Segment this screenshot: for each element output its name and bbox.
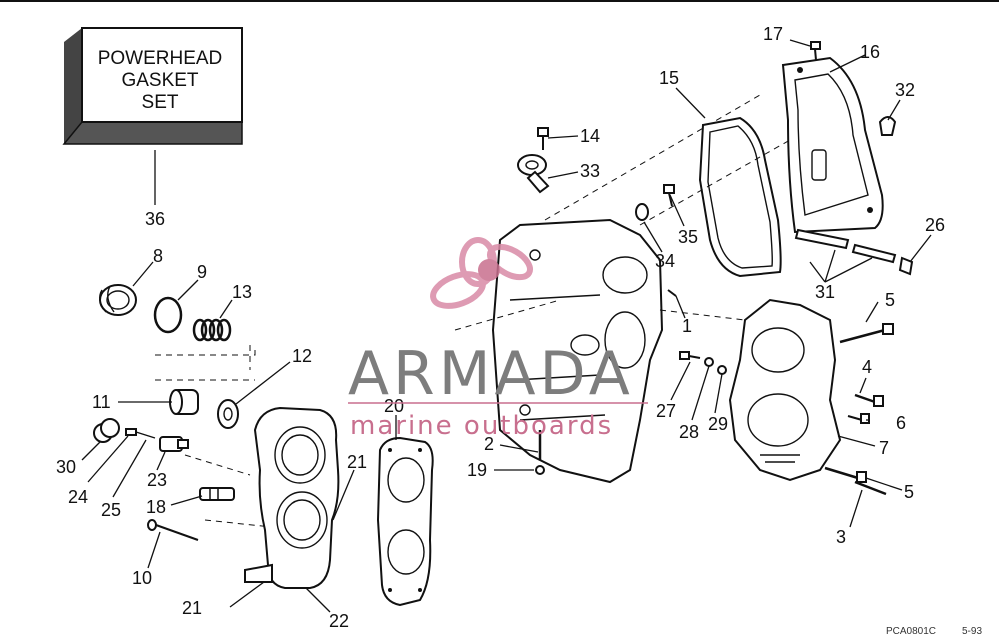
callout-21-upper: 21 xyxy=(347,452,367,472)
watermark-brand: ARMADA xyxy=(348,339,634,409)
callout-21-lower: 21 xyxy=(182,598,202,618)
footer-date: 5-93 xyxy=(962,626,982,636)
callout-2: 2 xyxy=(484,434,494,454)
part-17-screw xyxy=(810,41,821,61)
leader-lines xyxy=(81,39,932,613)
part-12-washer xyxy=(217,399,239,429)
part-20-head-gasket xyxy=(376,436,434,607)
part-32-clip xyxy=(878,116,897,136)
part-23-valve xyxy=(159,436,189,452)
callout-13: 13 xyxy=(232,282,252,302)
gasket-set-box: POWERHEAD GASKET SET xyxy=(62,27,243,145)
gasket-box-line-2: GASKET xyxy=(121,70,198,91)
callout-36: 36 xyxy=(145,209,165,229)
watermark-tagline: marine outboards xyxy=(350,411,613,441)
callout-9: 9 xyxy=(197,262,207,282)
part-8-fitting xyxy=(99,284,137,316)
callout-33: 33 xyxy=(580,161,600,181)
callout-18: 18 xyxy=(146,497,166,517)
callout-3: 3 xyxy=(836,527,846,547)
callout-35: 35 xyxy=(678,227,698,247)
part-10-bolt xyxy=(147,519,199,541)
part-34-washer xyxy=(635,203,649,221)
callout-26: 26 xyxy=(925,215,945,235)
footer-code: PCA0801C xyxy=(886,626,936,636)
part-13-spring xyxy=(192,318,232,342)
callout-23: 23 xyxy=(147,470,167,490)
callout-8: 8 xyxy=(153,246,163,266)
part-16-exhaust-cover xyxy=(781,56,884,234)
callout-20: 20 xyxy=(384,396,404,416)
part-1-screw xyxy=(667,289,677,297)
part-15-cover-gasket xyxy=(698,116,782,278)
callout-19: 19 xyxy=(467,460,487,480)
callout-34: 34 xyxy=(655,251,675,271)
callout-numbers: 36 8 9 13 12 11 30 23 24 18 25 10 21 22 … xyxy=(56,24,945,631)
callout-25: 25 xyxy=(101,500,121,520)
part-22-cylinder-head xyxy=(244,406,340,589)
callout-10: 10 xyxy=(132,568,152,588)
callout-5-lower: 5 xyxy=(904,482,914,502)
callout-22: 22 xyxy=(329,611,349,631)
callout-12: 12 xyxy=(292,346,312,366)
gasket-box-line-3: SET xyxy=(142,92,179,113)
callout-11: 11 xyxy=(92,392,111,412)
callout-14: 14 xyxy=(580,126,600,146)
part-14-screw xyxy=(537,127,549,150)
callout-1: 1 xyxy=(682,316,692,336)
callout-32: 32 xyxy=(895,80,915,100)
callout-7: 7 xyxy=(879,438,889,458)
armada-watermark: ARMADA marine outboards xyxy=(348,237,648,441)
callout-30: 30 xyxy=(56,457,76,477)
propeller-logo xyxy=(430,237,533,309)
callout-31: 31 xyxy=(815,282,835,302)
part-3-pin xyxy=(854,480,887,496)
part-6-screw xyxy=(847,413,870,424)
callout-4: 4 xyxy=(862,357,872,377)
callout-5-upper: 5 xyxy=(885,290,895,310)
part-35-bolt xyxy=(663,184,675,207)
part-18-fitting xyxy=(199,487,235,501)
callout-24: 24 xyxy=(68,487,88,507)
part-27-screw xyxy=(679,351,701,360)
gasket-box-line-1: POWERHEAD xyxy=(98,48,223,69)
callout-28: 28 xyxy=(679,422,699,442)
part-9-o-ring xyxy=(153,296,183,334)
part-11-plug xyxy=(169,389,199,415)
crankcase-half xyxy=(728,298,842,482)
part-31-pins xyxy=(794,228,897,264)
callout-17: 17 xyxy=(763,24,783,44)
cylinder-block xyxy=(491,218,664,484)
part-24-spring xyxy=(125,428,137,436)
part-5-bolt-lower xyxy=(824,466,867,483)
callout-27: 27 xyxy=(656,401,676,421)
callout-29: 29 xyxy=(708,414,728,434)
callout-16: 16 xyxy=(860,42,880,62)
part-33-bracket xyxy=(517,154,550,194)
part-19-nut xyxy=(535,465,545,475)
callout-6: 6 xyxy=(896,413,906,433)
part-5-bolt-upper xyxy=(839,323,894,344)
part-29-nut xyxy=(717,365,727,375)
part-4-bolt xyxy=(854,393,884,407)
part-28-washer xyxy=(704,357,714,367)
part-30-cap xyxy=(93,418,120,443)
part-26-fitting xyxy=(898,256,914,276)
callout-15: 15 xyxy=(659,68,679,88)
